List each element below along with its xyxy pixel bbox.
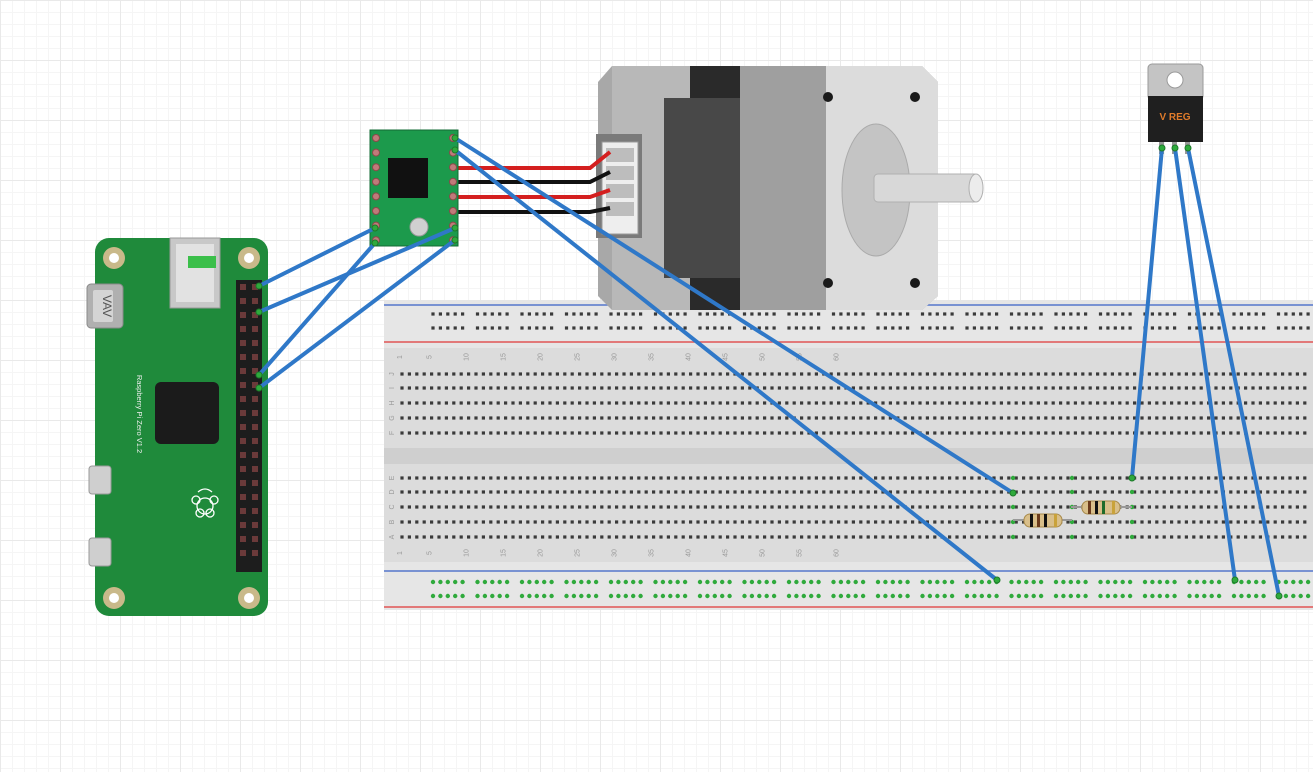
column-number: 5 (427, 551, 434, 555)
column-number: 20 (538, 353, 545, 361)
column-number: 45 (723, 549, 730, 557)
raspberry-logo-icon (191, 488, 219, 518)
row-letter: I (389, 387, 396, 389)
breadboard[interactable]: 1155101015152020252530303535404045455050… (384, 300, 1313, 610)
regulator-body (1148, 96, 1203, 142)
blue-wires[interactable] (257, 136, 1281, 598)
column-number: 15 (501, 549, 508, 557)
pi-board-label: Raspberry Pi Zero V1.2 (135, 375, 144, 453)
column-number: 40 (686, 353, 693, 361)
motor-mount-holes (823, 92, 920, 288)
column-number: 60 (834, 549, 841, 557)
column-number: 10 (464, 353, 471, 361)
voltage-regulator[interactable]: V REG (1147, 63, 1204, 154)
stepper-motor[interactable] (596, 66, 984, 310)
wire-endpoints (255, 134, 1283, 600)
raspberry-pi-zero[interactable]: VAV Raspberry Pi Zero V1.2 (86, 237, 268, 616)
column-number: 10 (464, 549, 471, 557)
column-number: 40 (686, 549, 693, 557)
breadboard-labels: 1155101015152020252530303535404045455050… (389, 353, 841, 557)
wire-regulator-breadboard-1[interactable] (1130, 146, 1164, 480)
column-number: 50 (760, 549, 767, 557)
regulator-label: V REG (1159, 112, 1190, 123)
column-number: 25 (575, 353, 582, 361)
column-number: 35 (649, 549, 656, 557)
wire-driver-breadboard-2[interactable] (453, 148, 999, 582)
usb-label: VAV (100, 295, 114, 317)
row-letter: E (389, 475, 396, 480)
row-letter: F (389, 431, 396, 435)
row-letter: C (389, 504, 396, 509)
driver-chip (388, 158, 428, 198)
mini-hdmi-port: VAV (86, 283, 124, 329)
column-number: 15 (501, 353, 508, 361)
gpio-header (236, 280, 262, 572)
wire-pi-driver-1[interactable] (257, 226, 377, 288)
row-letter: J (389, 372, 396, 376)
column-number: 35 (649, 353, 656, 361)
wire-pi-driver-3[interactable] (257, 241, 377, 377)
breadboard-center-channel (384, 448, 1313, 464)
micro-usb-ports (88, 465, 112, 567)
sd-card-slot (169, 237, 221, 309)
column-number: 1 (397, 551, 404, 555)
wire-regulator-breadboard-3[interactable] (1186, 146, 1281, 598)
column-number: 30 (612, 353, 619, 361)
resistor-1[interactable] (1013, 513, 1072, 528)
motor-wire-black-1[interactable] (456, 170, 611, 184)
row-letter: G (389, 415, 396, 420)
column-number: 60 (834, 353, 841, 361)
driver-pins (372, 134, 457, 245)
column-number: 55 (797, 549, 804, 557)
driver-potentiometer (409, 217, 429, 237)
column-number: 1 (397, 355, 404, 359)
column-number: 25 (575, 549, 582, 557)
row-letter: B (389, 519, 396, 524)
column-number: 5 (427, 355, 434, 359)
processor-chip (155, 382, 219, 444)
row-letter: H (389, 400, 396, 405)
resistor-2[interactable] (1071, 500, 1132, 515)
motor-wire-red-2[interactable] (456, 188, 611, 199)
motor-wires[interactable] (456, 150, 612, 214)
breadboard-bottom-rail (384, 562, 1313, 610)
motor-wire-black-2[interactable] (456, 206, 611, 214)
column-number: 45 (723, 353, 730, 361)
column-number: 20 (538, 549, 545, 557)
column-number: 30 (612, 549, 619, 557)
wire-pi-driver-2[interactable] (257, 226, 457, 314)
motor-shaft (873, 173, 979, 203)
wire-driver-breadboard-1[interactable] (453, 136, 1015, 495)
wire-pi-driver-4[interactable] (257, 238, 457, 390)
wire-regulator-breadboard-2[interactable] (1173, 146, 1237, 582)
breadboard-holes (400, 312, 1311, 599)
stepper-driver[interactable] (369, 129, 459, 247)
gpio-pins (240, 284, 258, 556)
column-number: 50 (760, 353, 767, 361)
row-letter: A (389, 534, 396, 539)
row-letter: D (389, 489, 396, 494)
